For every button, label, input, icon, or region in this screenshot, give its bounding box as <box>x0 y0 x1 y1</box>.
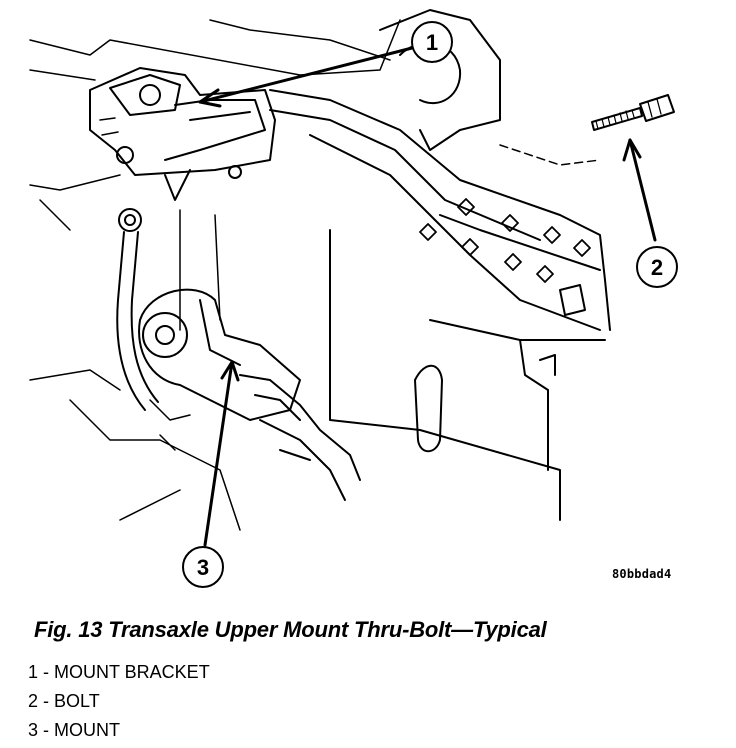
svg-text:2: 2 <box>651 255 663 280</box>
leader-arrow-2 <box>628 138 657 242</box>
legend-item-bolt: 2 - BOLT <box>28 691 100 711</box>
callout-2: 2 <box>636 246 678 288</box>
image-code: 80bbdad4 <box>612 567 672 581</box>
thru-bolt <box>591 94 675 131</box>
transaxle-mount <box>138 288 361 501</box>
leader-arrows <box>198 46 657 547</box>
figure-caption: Fig. 13 Transaxle Upper Mount Thru-Bolt—… <box>34 617 547 642</box>
mount-diagram: 1 2 3 <box>29 9 678 588</box>
leader-arrow-1 <box>198 46 414 104</box>
mount-bracket <box>89 67 276 201</box>
legend-item-mount: 3 - MOUNT <box>28 720 120 740</box>
legend-item-mount-bracket: 1 - MOUNT BRACKET <box>28 662 210 682</box>
hose <box>116 208 221 411</box>
leader-arrow-3 <box>203 360 234 547</box>
svg-text:3: 3 <box>197 555 209 580</box>
rail-holes <box>419 198 591 283</box>
frame-rail <box>269 9 611 521</box>
callout-1: 1 <box>411 21 453 63</box>
engine-bay-outline <box>29 19 601 531</box>
callout-3: 3 <box>182 546 224 588</box>
svg-text:1: 1 <box>426 30 438 55</box>
